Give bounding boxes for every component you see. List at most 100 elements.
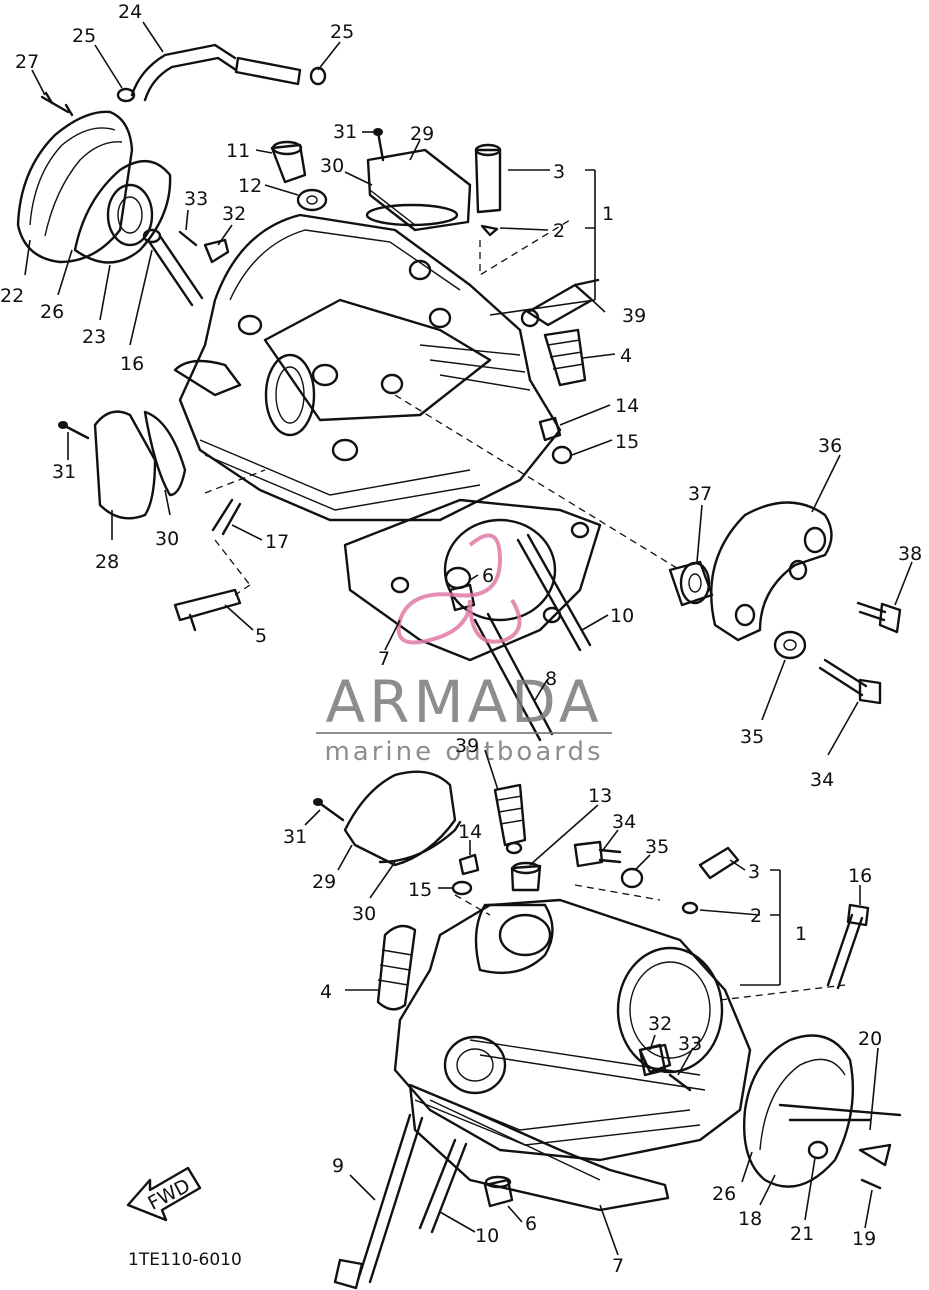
spark-plug-upper xyxy=(520,278,600,328)
leader-lines xyxy=(24,21,913,1256)
callout-36: 36 xyxy=(818,435,842,457)
callout-2: 2 xyxy=(553,220,565,242)
hose-clip xyxy=(116,66,327,103)
valve-guide-lower xyxy=(681,846,740,915)
callout-1: 1 xyxy=(602,203,614,225)
callout-29: 29 xyxy=(312,871,336,893)
stud-9 xyxy=(333,1113,424,1290)
callout-15: 15 xyxy=(615,431,639,453)
callout-23: 23 xyxy=(82,326,106,348)
cylinder-head-lower xyxy=(393,898,752,1162)
side-cover-left xyxy=(16,110,172,264)
callout-14: 14 xyxy=(615,395,639,417)
callout-24: 24 xyxy=(118,1,142,23)
washer-15-lower xyxy=(451,880,473,896)
callout-13: 13 xyxy=(588,785,612,807)
callout-25: 25 xyxy=(330,21,354,43)
nipple-13 xyxy=(510,861,542,892)
callout-10: 10 xyxy=(475,1225,499,1247)
nipple-11 xyxy=(270,140,307,184)
nut-14-lower xyxy=(458,853,480,876)
callout-27: 27 xyxy=(15,51,39,73)
bolt-31-left xyxy=(58,421,90,440)
callout-6: 6 xyxy=(525,1213,537,1235)
valve-cover-29-lower xyxy=(343,770,462,867)
callout-31: 31 xyxy=(333,121,357,143)
callout-19: 19 xyxy=(852,1228,876,1250)
bush-37 xyxy=(668,560,714,607)
callout-11: 11 xyxy=(226,140,250,162)
bolt-31-lower xyxy=(313,798,345,822)
callout-12: 12 xyxy=(238,175,262,197)
washer-15-upper xyxy=(551,445,573,465)
callout-26: 26 xyxy=(40,301,64,323)
bolt-31-upper xyxy=(373,128,385,162)
callout-35: 35 xyxy=(740,726,764,748)
diagram-code: 1TE110-6010 xyxy=(128,1250,242,1270)
callout-9: 9 xyxy=(332,1155,344,1177)
cover-28 xyxy=(93,410,187,520)
valve-guide-upper xyxy=(474,143,502,237)
washer-35-upper xyxy=(773,630,807,660)
head-gasket-upper xyxy=(343,498,602,662)
callout-6: 6 xyxy=(482,565,494,587)
callout-32: 32 xyxy=(222,203,246,225)
cylinder-head-upper xyxy=(173,213,562,522)
callout-33: 33 xyxy=(678,1033,702,1055)
valve-spring-lower xyxy=(376,924,417,1011)
watermark-tagline: marine outboards xyxy=(324,737,603,767)
bolt-27 xyxy=(40,91,74,117)
watermark-brand: ARMADA xyxy=(325,668,602,736)
callout-20: 20 xyxy=(858,1028,882,1050)
callout-25: 25 xyxy=(72,25,96,47)
stud-10-lower xyxy=(418,1138,468,1234)
callout-4: 4 xyxy=(620,345,632,367)
head-gasket-lower xyxy=(408,1083,670,1212)
callout-1: 1 xyxy=(795,923,807,945)
callout-26: 26 xyxy=(712,1183,736,1205)
washer-12 xyxy=(296,188,328,212)
breather-hose xyxy=(130,43,302,102)
bolt-16-upper xyxy=(142,228,204,307)
callout-30: 30 xyxy=(155,528,179,550)
side-cover-right xyxy=(743,1034,902,1190)
bolt-38 xyxy=(856,601,902,634)
callout-28: 28 xyxy=(95,551,119,573)
callout-33: 33 xyxy=(184,188,208,210)
stud-16-lower xyxy=(826,903,870,990)
bolt-34-upper xyxy=(818,658,882,705)
callout-31: 31 xyxy=(283,826,307,848)
pin-5 xyxy=(173,588,242,632)
callout-17: 17 xyxy=(265,531,289,553)
callout-10: 10 xyxy=(610,605,634,627)
fwd-arrow: FWD xyxy=(126,1166,202,1222)
callout-7: 7 xyxy=(378,648,390,670)
bolt-34-lower xyxy=(573,840,622,868)
valve-spring-upper xyxy=(543,328,587,387)
callout-14: 14 xyxy=(458,821,482,843)
callout-3: 3 xyxy=(553,161,565,183)
callout-30: 30 xyxy=(320,155,344,177)
washer-35-lower xyxy=(620,867,644,889)
valve-cover-29-upper xyxy=(365,148,472,232)
callout-29: 29 xyxy=(410,123,434,145)
callout-7: 7 xyxy=(612,1255,624,1277)
bracket-32-33-lower xyxy=(638,1043,692,1092)
callout-15: 15 xyxy=(408,879,432,901)
callout-31: 31 xyxy=(52,461,76,483)
dowel-6-upper xyxy=(444,566,476,612)
watermark: ARMADA marine outboards xyxy=(316,533,612,767)
callout-21: 21 xyxy=(790,1223,814,1245)
callout-4: 4 xyxy=(320,981,332,1003)
callout-18: 18 xyxy=(738,1208,762,1230)
callout-16: 16 xyxy=(120,353,144,375)
callout-39: 39 xyxy=(622,305,646,327)
callout-34: 34 xyxy=(810,769,834,791)
callout-3: 3 xyxy=(748,861,760,883)
engine-bracket-36 xyxy=(710,501,833,642)
dowel-6-lower xyxy=(483,1175,514,1208)
nut-14-upper xyxy=(538,416,562,442)
callout-35: 35 xyxy=(645,836,669,858)
